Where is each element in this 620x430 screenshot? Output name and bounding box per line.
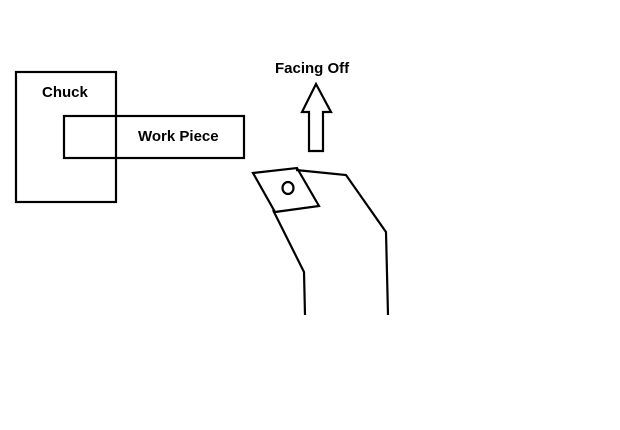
work-piece-label: Work Piece [138,128,219,145]
tool-holder-right-edge [295,168,390,316]
circle-icon [281,180,295,196]
chuck-box [14,70,118,204]
chuck-label: Chuck [42,84,89,101]
arrow-up-icon [300,81,333,153]
tool-insert [251,166,321,214]
work-piece-box [62,114,246,160]
facing-off-label: Facing Off [275,60,350,77]
tool-holder-left-edge [272,209,307,316]
